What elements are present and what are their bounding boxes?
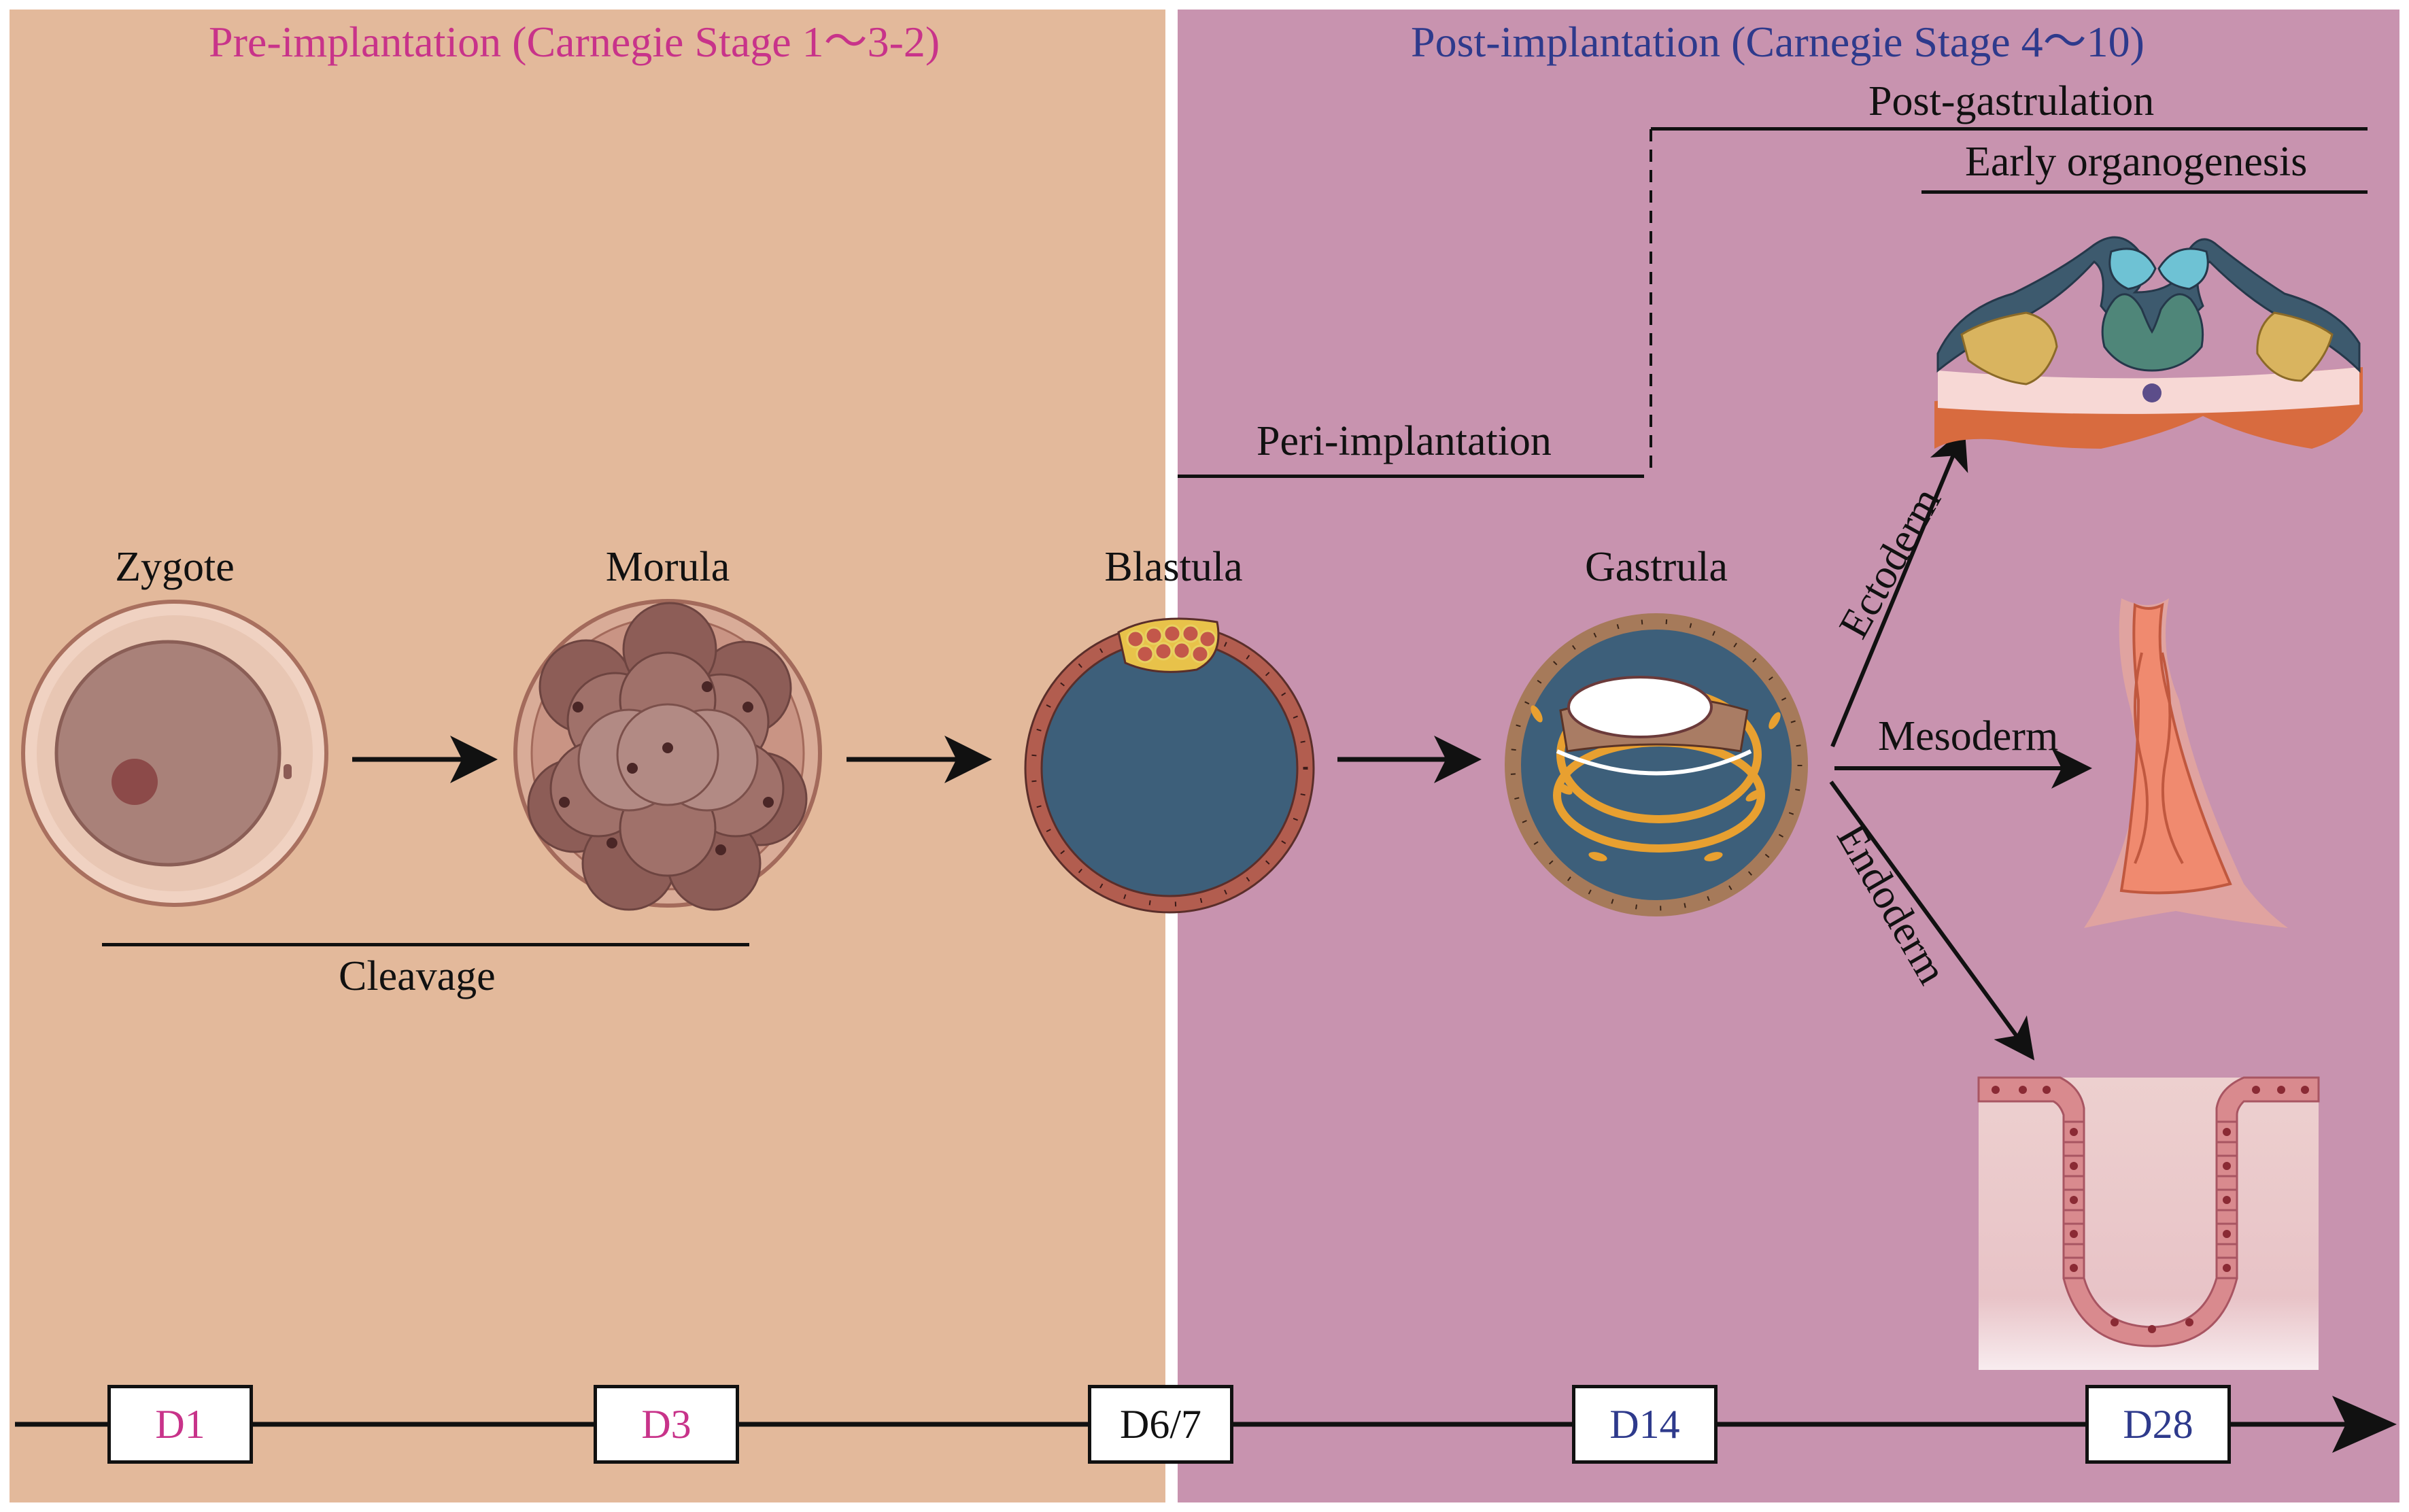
cleavage-bar	[102, 943, 749, 946]
stage-label-gastrula: Gastrula	[1584, 544, 1728, 590]
stage-label-blastula: Blastula	[1104, 544, 1243, 590]
day-box-d28: D28	[2085, 1385, 2231, 1464]
cleavage-label: Cleavage	[339, 953, 496, 999]
peri-implantation-label: Peri-implantation	[1257, 418, 1552, 464]
post-gastrulation-bar	[1651, 127, 2368, 131]
morula-illustration	[513, 599, 822, 911]
endoderm-arrow	[1829, 780, 2035, 1061]
timeline-arrowhead	[2332, 1396, 2397, 1453]
stage-label-morula: Morula	[605, 544, 730, 590]
stage-label-zygote: Zygote	[115, 544, 235, 590]
mesoderm-derivative-illustration	[2084, 598, 2288, 928]
day-box-d6-7: D6/7	[1088, 1385, 1233, 1464]
day-box-d14: D14	[1572, 1385, 1718, 1464]
day-box-d3: D3	[594, 1385, 739, 1464]
peri-implantation-bar	[1178, 475, 1644, 478]
blastula-illustration	[1024, 617, 1315, 914]
mesoderm-label: Mesoderm	[1878, 713, 2059, 759]
pre-implantation-title: Pre-implantation (Carnegie Stage 1～3-2)	[209, 18, 940, 66]
zygote-illustration	[21, 600, 328, 907]
day-box-d1: D1	[107, 1385, 253, 1464]
post-implantation-title: Post-implantation (Carnegie Stage 4～10)	[1411, 18, 2145, 66]
early-organogenesis-label: Early organogenesis	[1965, 139, 2308, 185]
neural-tube-illustration	[1934, 236, 2363, 449]
ectoderm-arrow	[1830, 427, 1968, 748]
endoderm-derivative-illustration	[1977, 1076, 2320, 1370]
post-gastrulation-label: Post-gastrulation	[1868, 78, 2155, 124]
gastrula-illustration	[1505, 613, 1808, 916]
early-organogenesis-bar	[1921, 190, 2368, 194]
